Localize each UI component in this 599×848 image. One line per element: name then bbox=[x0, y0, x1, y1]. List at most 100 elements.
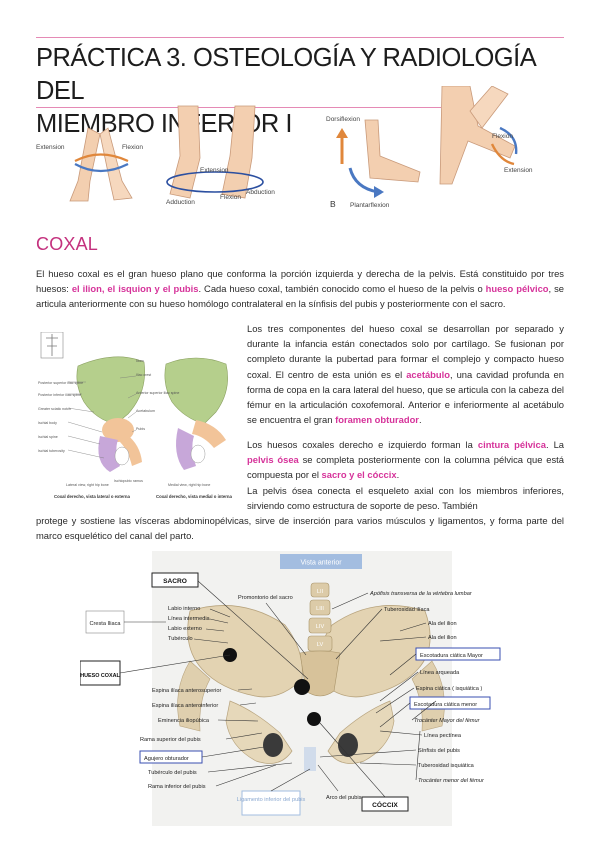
pelvis-header: Vista anterior bbox=[300, 560, 342, 567]
label-agujero-obturador: Agujero obturador bbox=[144, 756, 189, 762]
label-lii: LII bbox=[317, 589, 324, 595]
leg-sagittal-illustration bbox=[69, 127, 133, 202]
label-ala-ilion-1: Ala del ilion bbox=[428, 621, 457, 627]
highlight-pelvis-osea: pelvis ósea bbox=[247, 454, 299, 466]
label-tuberculo: Tubérculo bbox=[168, 636, 193, 642]
title-top-rule bbox=[36, 37, 564, 38]
label-labio-externo: Labio externo bbox=[168, 626, 202, 632]
coxal-label-9: Acetabulum bbox=[136, 409, 155, 413]
coxal-label-6: Ilium bbox=[136, 359, 144, 363]
pelvis-leader-lines bbox=[119, 580, 437, 798]
function-paragraph-start: La pelvis ósea conecta el esqueleto axia… bbox=[247, 485, 564, 512]
label-lv: LV bbox=[317, 642, 324, 648]
section-heading-coxal: COXAL bbox=[36, 234, 99, 254]
label-sinfisis: Sínfisis del pubis bbox=[418, 748, 460, 754]
label-extension-2: Extension bbox=[200, 167, 229, 174]
label-espina-ciatica: Espina ciática ( isquiática ) bbox=[416, 686, 482, 692]
movements-figure: Extension Flexion Extension Adduction Fl… bbox=[36, 86, 533, 209]
coxal-label-11: Ischiopubic ramus bbox=[114, 479, 143, 483]
coxal-caption-left: Coxal derecho, vista lateral o externa bbox=[54, 494, 131, 499]
coxal-sub-right: Medial view, right hip bone bbox=[168, 483, 210, 487]
label-abduction: Abduction bbox=[246, 189, 275, 196]
highlight-foramen-obturador: foramen obturador bbox=[335, 414, 419, 426]
development-text-2: , una cavidad profunda en forma de copa … bbox=[247, 368, 564, 426]
label-trocanter-menor: Trocánter menor del fémur bbox=[418, 778, 485, 784]
label-flexion-2: Flexion bbox=[220, 194, 241, 201]
pelvis-bones bbox=[177, 582, 445, 771]
coxal-label-4: Ischial spine bbox=[38, 435, 58, 439]
intro-text-2: . Cada hueso coxal, también conocido com… bbox=[198, 283, 486, 295]
label-extension-3: Extension bbox=[504, 167, 533, 174]
coxal-sub-left: Lateral view, right hip bone bbox=[66, 483, 109, 487]
label-promontorio: Promontorio del sacro bbox=[238, 595, 293, 601]
girdle-text-2: . La bbox=[545, 439, 565, 450]
ankle-dorsiflexion-illustration bbox=[336, 119, 421, 198]
coxal-label-8: Anterior superior iliac spine bbox=[136, 391, 179, 395]
label-tuberosidad-isquiatica: Tuberosidad isquiática bbox=[418, 763, 475, 769]
development-text-1: Los tres componentes del hueso coxal se … bbox=[247, 323, 564, 380]
intro-text-1: El hueso coxal es el gran hueso plano qu… bbox=[36, 268, 564, 295]
label-linea-arqueada: Línea arqueada bbox=[420, 670, 460, 676]
label-apofisis: Apófisis transversa de la vértebra lumba… bbox=[369, 591, 473, 597]
label-labio-interno: Labio interno bbox=[168, 606, 200, 612]
label-linea-pectinea: Línea pectínea bbox=[424, 733, 462, 739]
label-ala-ilion-2: Ala del ilion bbox=[428, 635, 457, 641]
coxal-bone-figure: Posterior superior iliac spine Posterior… bbox=[38, 332, 233, 499]
intro-paragraph: El hueso coxal es el gran hueso plano qu… bbox=[36, 266, 564, 312]
coxal-leader-lines bbox=[67, 375, 137, 459]
label-ligamento-inferior: Ligamento inferior del pubis bbox=[237, 797, 306, 803]
label-rama-superior: Rama superior del pubis bbox=[140, 737, 201, 743]
label-eminencia: Eminencia iliopúbica bbox=[158, 718, 210, 724]
label-liii: LIII bbox=[316, 606, 324, 612]
label-espina-antinf: Espina ilíaca anteroinferior bbox=[152, 703, 218, 709]
label-espina-antsup: Espina ilíaca anterosuperior bbox=[152, 688, 221, 694]
label-hueso-coxal: HUESO COXAL bbox=[80, 673, 120, 679]
label-tuberculo-pubis: Tubérculo del pubis bbox=[148, 770, 197, 776]
coxal-lateral-view bbox=[76, 356, 145, 472]
coxal-label-3: Ischial body bbox=[38, 421, 57, 425]
label-sacro: SACRO bbox=[163, 578, 187, 585]
coxal-medial-view bbox=[164, 357, 228, 470]
foot-rotation-illustration bbox=[166, 105, 264, 199]
label-rama-inferior: Rama inferior del pubis bbox=[148, 784, 206, 790]
title-line-1: PRÁCTICA 3. OSTEOLOGÍA Y RADIOLOGÍA DEL bbox=[36, 44, 535, 105]
label-arco-pubis: Arco del pubis bbox=[326, 795, 362, 801]
label-liv: LIV bbox=[316, 624, 325, 630]
highlight-acetabulo: acetábulo bbox=[406, 368, 450, 380]
highlight-sacro-coccix: sacro y el cóccix bbox=[321, 469, 397, 481]
knee-flexion-illustration bbox=[439, 86, 518, 185]
skeleton-thumbnail bbox=[40, 332, 64, 359]
highlight-hueso-pelvico: hueso pélvico bbox=[485, 283, 549, 295]
label-adduction: Adduction bbox=[166, 199, 195, 206]
label-coccix: CÓCCIX bbox=[372, 800, 398, 809]
label-flexion-3: Flexion bbox=[492, 133, 513, 140]
girdle-text-1: Los huesos coxales derecho e izquierdo f… bbox=[247, 439, 478, 450]
coxal-label-0: Posterior superior iliac spine bbox=[38, 381, 83, 385]
highlight-three-bones: el ilion, el isquion y el pubis bbox=[71, 283, 199, 295]
label-trocanter-mayor: Trocánter Mayor del fémur bbox=[414, 718, 481, 724]
pelvic-girdle-paragraph: Los huesos coxales derecho e izquierdo f… bbox=[247, 437, 564, 483]
coxal-label-10: Pubis bbox=[136, 427, 145, 431]
pelvis-anterior-figure: Vista anterior SACRO Promontorio del sac… bbox=[80, 551, 501, 826]
function-paragraph-rest: protege y sostiene las vísceras abdomino… bbox=[36, 515, 564, 542]
girdle-text-3: se completa posteriormente con la column… bbox=[247, 454, 564, 481]
coxal-label-1: Posterior inferior iliac spine bbox=[38, 393, 81, 397]
coxal-label-7: Iliac crest bbox=[136, 373, 151, 377]
label-linea-intermedia: Línea intermedia bbox=[168, 616, 211, 622]
label-extension: Extension bbox=[36, 144, 65, 151]
girdle-text-4: . bbox=[396, 469, 400, 481]
coxal-label-5: Ischial tuberosity bbox=[38, 449, 65, 453]
label-dorsiflexion: Dorsiflexion bbox=[326, 116, 360, 123]
label-escotadura-menor: Escotadura ciática menor bbox=[414, 702, 477, 708]
development-paragraph: Los tres componentes del hueso coxal se … bbox=[247, 321, 564, 427]
highlight-cintura-pelvica: cintura pélvica bbox=[477, 439, 546, 450]
coxal-caption-right: Coxal derecho, vista medial o interna bbox=[156, 494, 233, 499]
label-escotadura-mayor: Escotadura ciática Mayor bbox=[420, 653, 483, 659]
label-tuberosidad-iliaca: Tuberosidad ilíaca bbox=[384, 607, 430, 613]
label-cresta-iliaca: Cresta Iliaca bbox=[89, 621, 121, 627]
label-plantarflexion: Plantarflexion bbox=[350, 202, 390, 209]
intro-text-3: , se articula anteriormente con su hueso… bbox=[36, 283, 565, 310]
label-figure-b: B bbox=[330, 199, 336, 209]
coxal-label-2: Greater sciatic notch bbox=[38, 407, 71, 411]
label-flexion: Flexion bbox=[122, 144, 143, 151]
